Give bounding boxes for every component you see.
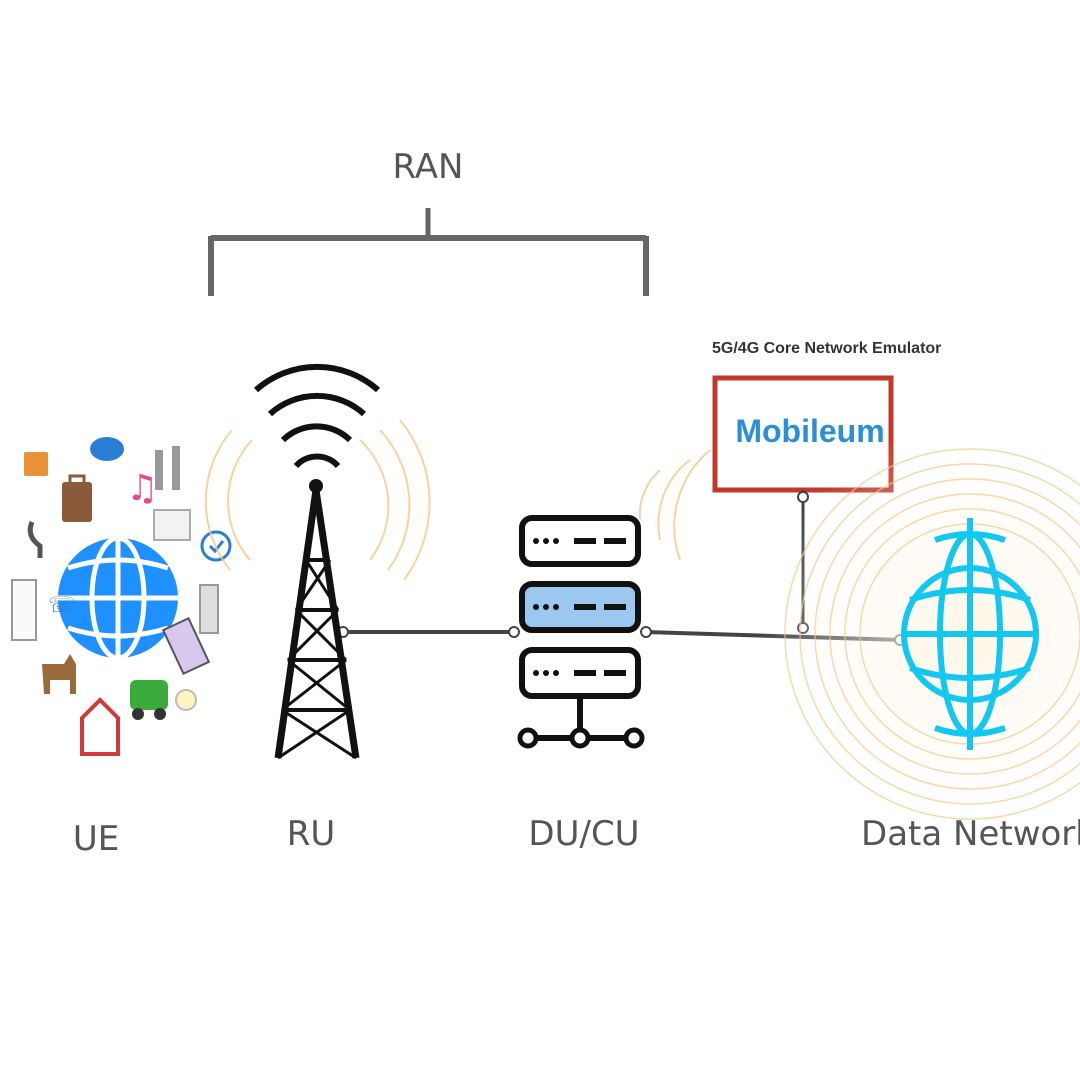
- tower-icon: [204, 363, 431, 760]
- svg-text:♫: ♫: [126, 468, 158, 509]
- globe-icon: [58, 535, 178, 661]
- iot-devices-icon: ♫ ☏: [11, 437, 232, 756]
- svg-text:☏: ☏: [48, 593, 76, 618]
- server-rack-icon: [517, 449, 711, 749]
- du-cu-label: DU/CU: [528, 814, 639, 854]
- data-network-label: Data Network: [861, 814, 1080, 854]
- ru-label: RU: [287, 814, 336, 854]
- globe-icon: [760, 424, 1080, 844]
- ran-bracket: [208, 208, 649, 296]
- core-emulator-label: 5G/4G Core Network Emulator: [712, 340, 941, 357]
- ran-label: RAN: [393, 147, 464, 187]
- brand-name: Mobileum: [735, 413, 884, 449]
- ue-label: UE: [73, 819, 119, 859]
